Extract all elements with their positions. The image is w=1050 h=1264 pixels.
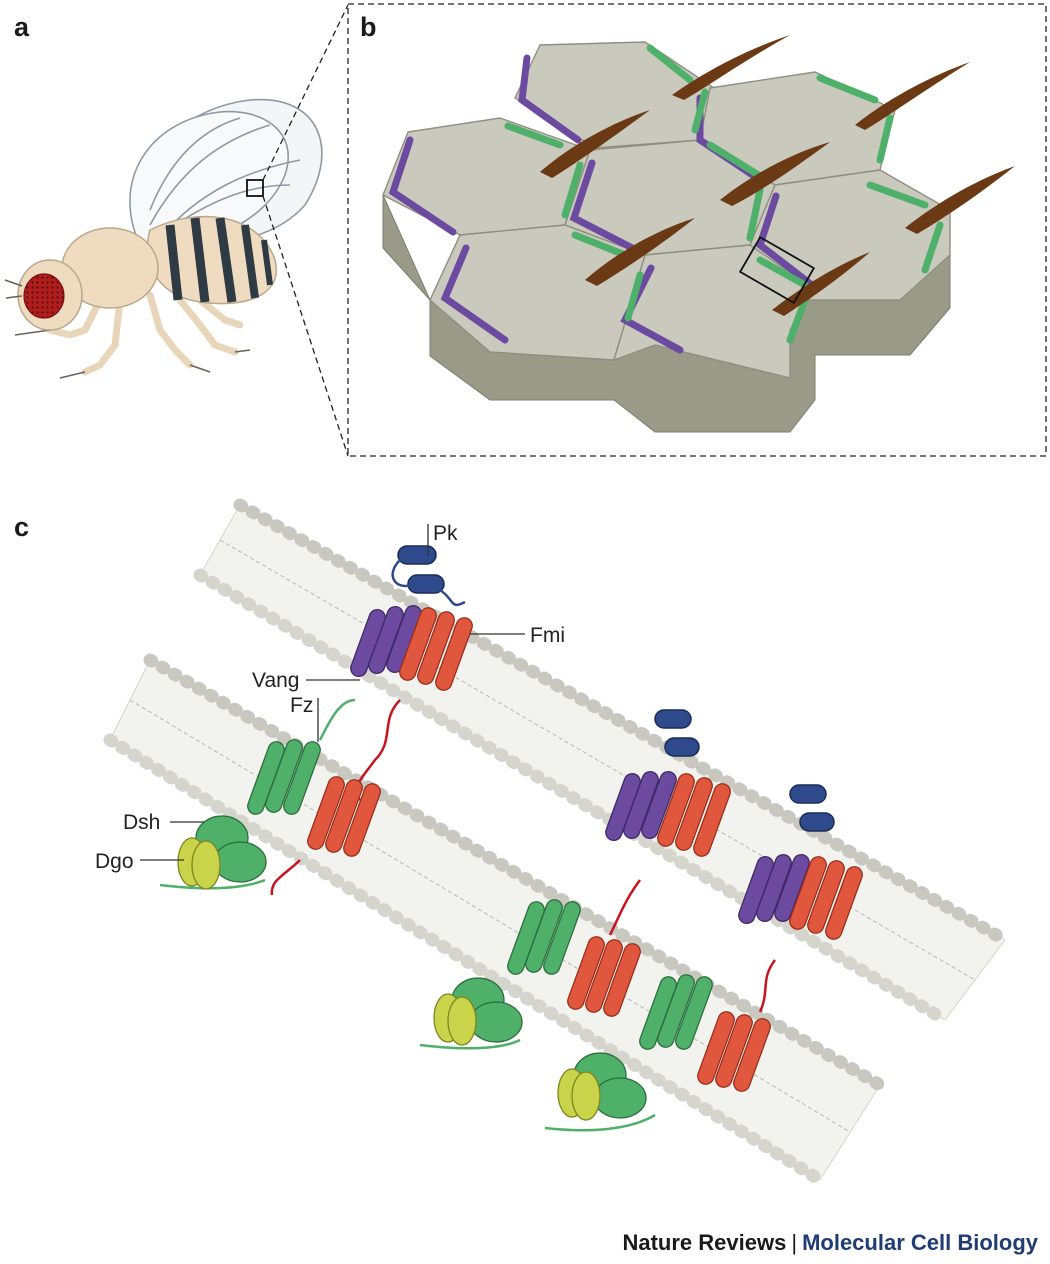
- flamingo-protein: [270, 776, 381, 896]
- flamingo-protein: [789, 856, 863, 940]
- cell-hexagon: [382, 117, 591, 236]
- fly-legs: [14, 291, 251, 379]
- journal-subtitle: Molecular Cell Biology: [802, 1230, 1038, 1255]
- panel-c: c: [14, 498, 1012, 1187]
- panel-letter-a: a: [14, 12, 30, 42]
- panel-a: a: [4, 4, 349, 457]
- cell-sheet: [382, 35, 1015, 433]
- junction-inset-box: [738, 235, 816, 305]
- panel-b: b: [347, 3, 1047, 457]
- diego-protein: [177, 837, 221, 890]
- frizzled-edges: [504, 44, 944, 344]
- label-fmi: Fmi: [530, 624, 565, 647]
- fly-abdomen: [146, 215, 278, 305]
- complex-2: [419, 709, 731, 1050]
- cell-hairs: [540, 35, 1015, 316]
- complex-3: [544, 784, 863, 1132]
- prickle-protein: [391, 545, 466, 607]
- flamingo-protein: [567, 936, 641, 1017]
- diego-protein: [433, 993, 477, 1046]
- label-leader-lines: [140, 524, 525, 861]
- journal-name: Nature Reviews: [622, 1230, 787, 1255]
- wing-inset-box: [246, 179, 264, 197]
- panel-letter-c: c: [14, 512, 29, 542]
- label-pk: Pk: [433, 522, 458, 545]
- label-fz: Fz: [290, 694, 313, 717]
- fly-head: [4, 259, 83, 331]
- frizzled-protein: [247, 698, 356, 815]
- vang-edges: [388, 54, 816, 354]
- zoom-line-bottom: [262, 195, 349, 457]
- diego-protein: [557, 1068, 601, 1121]
- flamingo-protein: [697, 1011, 771, 1092]
- zoom-line-top: [262, 4, 349, 181]
- credit-separator: |: [791, 1230, 798, 1255]
- journal-credit: Nature Reviews|Molecular Cell Biology: [622, 1230, 1038, 1256]
- label-vang: Vang: [252, 669, 300, 692]
- frizzled-protein: [639, 974, 713, 1050]
- panel-letter-b: b: [360, 12, 377, 42]
- prickle-protein: [789, 784, 835, 832]
- flamingo-protein: [657, 773, 731, 857]
- prickle-protein: [654, 709, 700, 757]
- complex-1: [159, 545, 473, 896]
- fly-illustration: [4, 98, 323, 379]
- fly-eye: [23, 273, 65, 319]
- flamingo-protein: [354, 607, 473, 801]
- frizzled-protein: [507, 899, 581, 975]
- vang-protein: [605, 770, 677, 842]
- panel-b-frame: [347, 3, 1047, 457]
- label-dgo: Dgo: [95, 850, 134, 873]
- label-dsh: Dsh: [123, 811, 160, 834]
- vang-protein: [738, 853, 810, 925]
